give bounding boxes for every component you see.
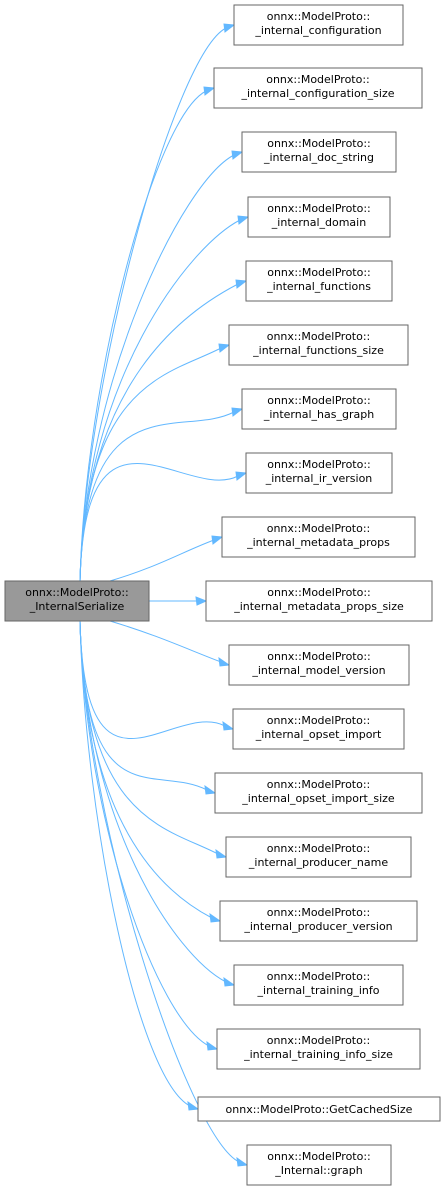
edge-1: [79, 23, 236, 582]
callee-node-internal-model-version-label-2: _internal_model_version: [251, 664, 385, 677]
callee-node-internal-configuration[interactable]: onnx::ModelProto::_internal_configuratio…: [233, 4, 404, 46]
callee-node-internal-producer-version[interactable]: onnx::ModelProto::_internal_producer_ver…: [219, 900, 418, 942]
callee-node-internal-opset-import-label-1: onnx::ModelProto::: [267, 714, 371, 727]
edge-19: [79, 620, 249, 1167]
callee-node-internal-training-info-size[interactable]: onnx::ModelProto::_internal_training_inf…: [216, 1028, 421, 1070]
callee-node-internal-configuration-size-label-1: onnx::ModelProto::: [266, 73, 370, 86]
call-edges: [79, 23, 250, 1167]
callee-node-internal-producer-version-label-2: _internal_producer_version: [243, 920, 392, 933]
callee-node-internal-configuration-label-2: _internal_configuration: [254, 24, 381, 37]
root-node-internal-serialize[interactable]: onnx::ModelProto::_InternalSerialize: [4, 580, 150, 622]
callee-node-internal-domain-label-2: _internal_domain: [271, 216, 366, 229]
callee-node-internal-training-info-box: [233, 964, 404, 1006]
callee-node-internal-configuration-label-1: onnx::ModelProto::: [267, 10, 371, 23]
edge-6: [79, 343, 231, 582]
callee-node-internal-has-graph-label-2: _internal_has_graph: [263, 408, 374, 421]
callee-node-internal-has-graph[interactable]: onnx::ModelProto::_internal_has_graph: [241, 388, 397, 430]
callee-node-internal-producer-version-box: [219, 900, 418, 942]
callee-node-internal-metadata-props-size-box: [205, 580, 433, 622]
callee-node-internal-has-graph-label-1: onnx::ModelProto::: [267, 394, 371, 407]
callee-node-internal-producer-name-label-1: onnx::ModelProto::: [267, 842, 371, 855]
callee-node-internal-configuration-box: [233, 4, 404, 46]
callee-node-internal-opset-import-size-label-1: onnx::ModelProto::: [267, 778, 371, 791]
callee-node-internal-doc-string-box: [241, 131, 397, 173]
edge-18: [79, 620, 200, 1111]
callee-node-internal-ir-version-label-1: onnx::ModelProto::: [267, 458, 371, 471]
callee-node-internal-doc-string-label-2: _internal_doc_string: [263, 151, 374, 164]
callee-node-internal-model-version[interactable]: onnx::ModelProto::_internal_model_versio…: [228, 644, 410, 686]
callee-node-internal-configuration-size-label-2: _internal_configuration_size: [240, 87, 394, 100]
callee-node-internal-doc-string[interactable]: onnx::ModelProto::_internal_doc_string: [241, 131, 397, 173]
callee-node-internal-doc-string-label-1: onnx::ModelProto::: [267, 137, 371, 150]
callee-node-internal-ir-version-label-2: _internal_ir_version: [265, 472, 373, 485]
callee-node-internal-producer-name-label-2: _internal_producer_name: [248, 856, 388, 869]
callee-node-internal-training-info-size-label-1: onnx::ModelProto::: [267, 1034, 371, 1047]
callee-node-internal-metadata-props-box: [221, 516, 416, 558]
callee-node-internal-producer-name[interactable]: onnx::ModelProto::_internal_producer_nam…: [225, 836, 412, 878]
callee-node-internal-functions-label-1: onnx::ModelProto::: [267, 266, 371, 279]
callee-node-internal-metadata-props-size-label-1: onnx::ModelProto::: [267, 586, 371, 599]
callee-node-internal-opset-import-size-label-2: _internal_opset_import_size: [241, 792, 395, 805]
callee-node-internal-functions-size-label-1: onnx::ModelProto::: [267, 330, 371, 343]
root-node-internal-serialize-label-1: onnx::ModelProto::: [25, 586, 129, 599]
callee-node-onnx-modelproto-getcachedsize-box: [197, 1096, 441, 1122]
callee-node-internal-domain[interactable]: onnx::ModelProto::_internal_domain: [247, 196, 391, 238]
callee-node-internal-graph-label-2: _Internal::graph: [274, 1164, 363, 1177]
callee-node-internal-producer-name-box: [225, 836, 412, 878]
callee-node-internal-ir-version-box: [245, 452, 393, 494]
root-node-internal-serialize-box: [4, 580, 150, 622]
edge-14: [79, 620, 228, 859]
callee-node-internal-graph-label-1: onnx::ModelProto::: [267, 1150, 371, 1163]
callee-node-internal-opset-import-label-2: _internal_opset_import: [255, 728, 382, 741]
callee-node-internal-functions-size-box: [228, 324, 409, 366]
callee-node-internal-functions-size[interactable]: onnx::ModelProto::_internal_functions_si…: [228, 324, 409, 366]
callee-node-internal-functions-size-label-2: _internal_functions_size: [252, 344, 384, 357]
callee-node-internal-model-version-label-1: onnx::ModelProto::: [267, 650, 371, 663]
callee-node-internal-opset-import[interactable]: onnx::ModelProto::_internal_opset_import: [232, 708, 405, 750]
callee-node-internal-graph-box: [246, 1144, 392, 1186]
call-nodes: onnx::ModelProto::_InternalSerializeonnx…: [4, 4, 441, 1186]
callee-node-internal-opset-import-size-box: [214, 772, 423, 814]
callee-node-internal-training-info-label-2: _internal_training_info: [257, 984, 380, 997]
callee-node-onnx-modelproto-getcachedsize[interactable]: onnx::ModelProto::GetCachedSize: [197, 1096, 441, 1122]
edge-10: [149, 596, 208, 606]
edge-17: [79, 620, 219, 1051]
edge-12: [79, 620, 235, 740]
callee-node-internal-metadata-props-size[interactable]: onnx::ModelProto::_internal_metadata_pro…: [205, 580, 433, 622]
callee-node-internal-functions-box: [245, 260, 393, 302]
callee-node-internal-training-info[interactable]: onnx::ModelProto::_internal_training_inf…: [233, 964, 404, 1006]
callee-node-internal-configuration-size-box: [213, 67, 423, 109]
edge-8: [79, 462, 248, 582]
callee-node-internal-metadata-props-size-label-2: _internal_metadata_props_size: [233, 600, 404, 613]
root-node-internal-serialize-label-2: _InternalSerialize: [29, 600, 125, 613]
edge-2: [79, 86, 216, 582]
edge-16: [79, 620, 236, 987]
callee-node-internal-domain-label-1: onnx::ModelProto::: [267, 202, 371, 215]
callee-node-internal-ir-version[interactable]: onnx::ModelProto::_internal_ir_version: [245, 452, 393, 494]
callee-node-internal-opset-import-box: [232, 708, 405, 750]
callee-node-internal-training-info-size-box: [216, 1028, 421, 1070]
callee-node-internal-producer-version-label-1: onnx::ModelProto::: [267, 906, 371, 919]
callee-node-internal-training-info-label-1: onnx::ModelProto::: [267, 970, 371, 983]
callee-node-internal-metadata-props[interactable]: onnx::ModelProto::_internal_metadata_pro…: [221, 516, 416, 558]
callee-node-onnx-modelproto-getcachedsize-label-1: onnx::ModelProto::GetCachedSize: [226, 1103, 413, 1116]
edge-5: [79, 279, 248, 582]
callee-node-internal-has-graph-box: [241, 388, 397, 430]
callee-node-internal-model-version-box: [228, 644, 410, 686]
callee-node-internal-graph[interactable]: onnx::ModelProto::_Internal::graph: [246, 1144, 392, 1186]
callee-node-internal-functions-label-2: _internal_functions: [266, 280, 371, 293]
edge-9: [109, 535, 224, 582]
callee-node-internal-metadata-props-label-2: _internal_metadata_props: [246, 536, 390, 549]
callee-node-internal-functions[interactable]: onnx::ModelProto::_internal_functions: [245, 260, 393, 302]
edge-7: [79, 407, 244, 582]
callee-node-internal-domain-box: [247, 196, 391, 238]
callee-node-internal-metadata-props-label-1: onnx::ModelProto::: [267, 522, 371, 535]
callee-node-internal-opset-import-size[interactable]: onnx::ModelProto::_internal_opset_import…: [214, 772, 423, 814]
edge-11: [109, 620, 231, 667]
callee-node-internal-training-info-size-label-2: _internal_training_info_size: [243, 1048, 393, 1061]
edge-3: [79, 150, 244, 582]
callee-node-internal-configuration-size[interactable]: onnx::ModelProto::_internal_configuratio…: [213, 67, 423, 109]
